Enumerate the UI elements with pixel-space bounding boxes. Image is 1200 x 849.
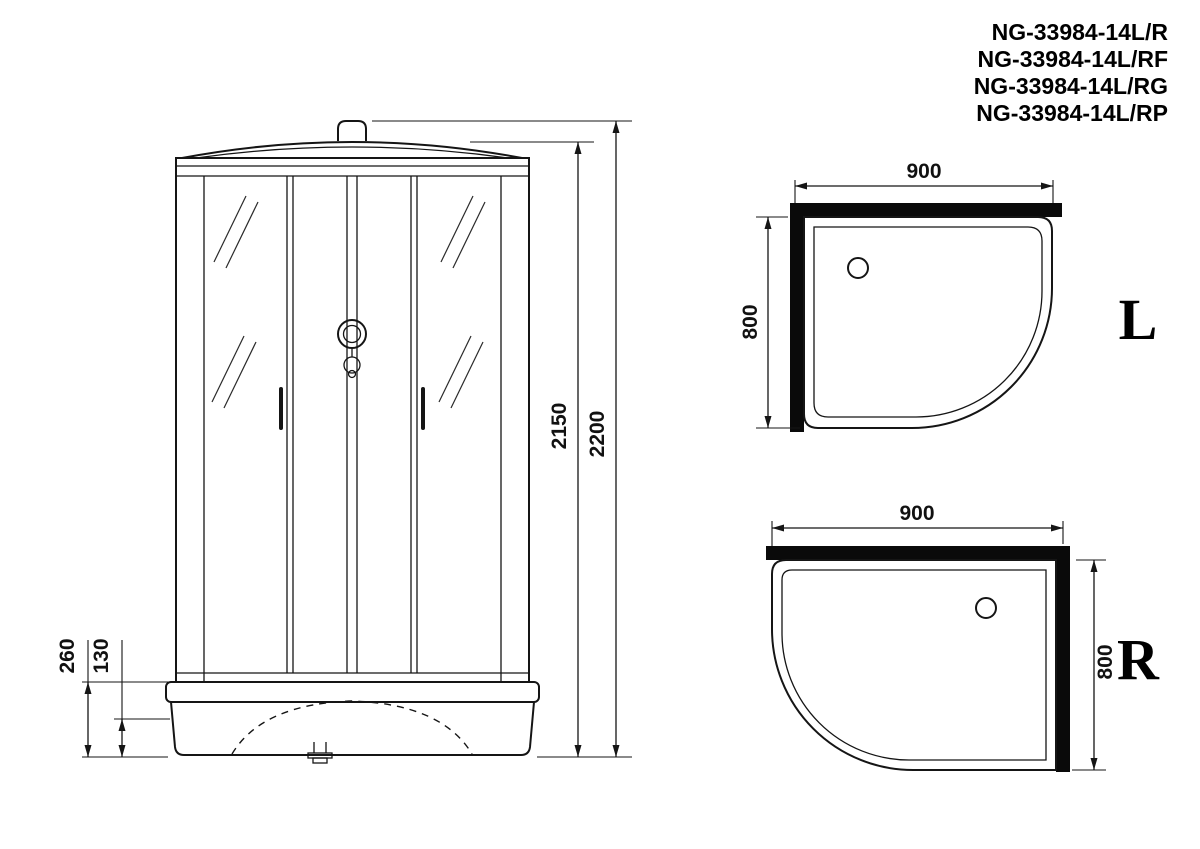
model-line: NG-33984-14L/R — [992, 19, 1169, 45]
model-line: NG-33984-14L/RP — [976, 100, 1168, 126]
plan-right-width-label: 900 — [899, 502, 934, 525]
tray-outline — [803, 216, 1053, 429]
tray-rim — [781, 569, 1047, 761]
front-dimensions: 2150 2200 260 130 — [56, 120, 632, 758]
wall-top — [766, 546, 1070, 560]
mixer-knob — [337, 319, 367, 379]
plan-right-letter: R — [1117, 627, 1160, 692]
plan-view-right: 900 800 R — [766, 502, 1160, 772]
tray-outline — [771, 559, 1057, 771]
drain-hole — [847, 257, 869, 279]
glass-reflections — [211, 195, 486, 409]
dim-total-height-label: 2200 — [586, 411, 609, 458]
wall-right — [1056, 546, 1070, 772]
tray-rim — [813, 226, 1043, 418]
shower-base — [165, 681, 540, 764]
plan-right-depth-label: 800 — [1094, 644, 1117, 679]
model-line: NG-33984-14L/RF — [978, 46, 1168, 72]
drain-fitting — [307, 742, 333, 764]
wall-top — [790, 203, 1062, 217]
cabin-frame — [175, 157, 530, 683]
door-dividers — [286, 176, 418, 673]
roof-inner-arc — [195, 146, 509, 159]
plan-left-width-label: 900 — [906, 160, 941, 183]
plan-view-left: 900 800 L — [739, 160, 1157, 432]
dim-base-height-label: 260 — [56, 638, 79, 673]
roof-outer-arc — [181, 141, 523, 159]
model-line: NG-33984-14L/RG — [974, 73, 1168, 99]
dim-inner-height-label: 2150 — [548, 403, 571, 450]
plan-left-depth-label: 800 — [739, 304, 762, 339]
model-numbers: NG-33984-14L/R NG-33984-14L/RF NG-33984-… — [974, 19, 1169, 126]
roof-vent — [337, 120, 367, 141]
wall-left — [790, 203, 804, 432]
dim-tray-height-label: 130 — [90, 638, 113, 673]
plan-left-letter: L — [1119, 287, 1158, 352]
drain-hole — [975, 597, 997, 619]
front-elevation — [165, 120, 540, 764]
tray-curve-hidden-line — [231, 700, 473, 755]
